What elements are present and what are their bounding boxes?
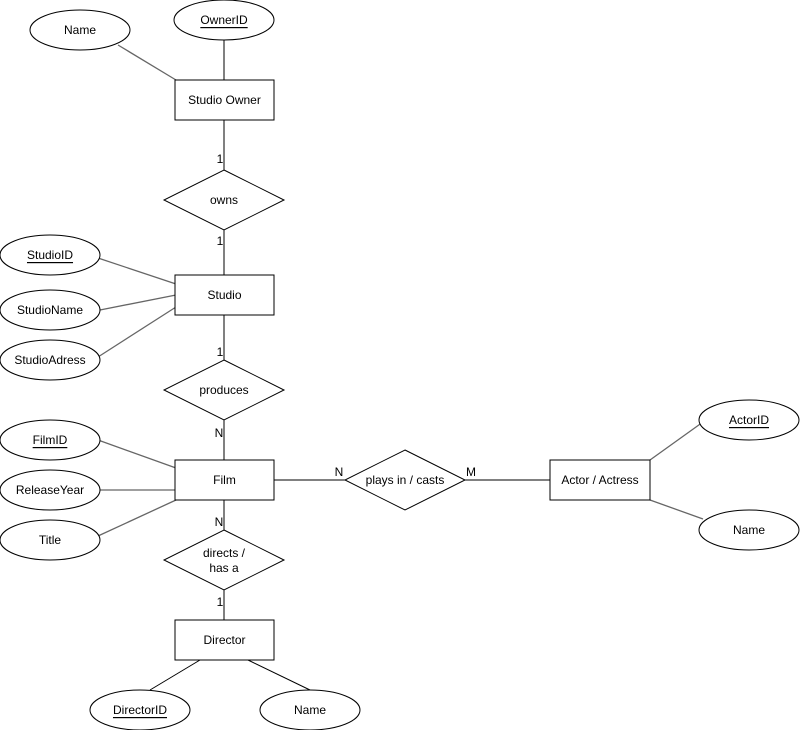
attribute-title-label: Title bbox=[39, 533, 62, 547]
entity-studio-label: Studio bbox=[207, 288, 241, 302]
cardinality-produces-film: N bbox=[215, 426, 224, 440]
cardinality-plays-film: N bbox=[335, 465, 344, 479]
attribute-director-id[interactable]: DirectorID bbox=[89, 689, 191, 730]
relationship-plays-in[interactable]: plays in / casts bbox=[343, 449, 467, 511]
cardinality-plays-actor: M bbox=[466, 465, 476, 479]
relationship-produces[interactable]: produces bbox=[162, 359, 286, 421]
entity-director-label: Director bbox=[203, 633, 245, 647]
attribute-studio-name-label: StudioName bbox=[17, 303, 83, 317]
attribute-owner-id[interactable]: OwnerID bbox=[173, 0, 275, 41]
relationship-produces-label: produces bbox=[199, 383, 248, 397]
link-studioname bbox=[99, 294, 177, 311]
cardinality-owns-owner: 1 bbox=[217, 152, 224, 166]
relationship-directs-label-line2: has a bbox=[209, 561, 239, 575]
attribute-studio-address[interactable]: StudioAdress bbox=[0, 339, 101, 381]
attribute-studio-id[interactable]: StudioID bbox=[0, 234, 101, 276]
attribute-director-name-label: Name bbox=[294, 703, 326, 717]
attribute-owner-id-label: OwnerID bbox=[200, 13, 248, 27]
link-owner-name bbox=[117, 44, 177, 81]
attribute-actor-name-label: Name bbox=[733, 523, 765, 537]
entity-film[interactable]: Film bbox=[174, 459, 275, 501]
attribute-film-id-label: FilmID bbox=[33, 433, 68, 447]
relationship-directs-label-line1: directs / bbox=[203, 546, 246, 560]
entity-actor[interactable]: Actor / Actress bbox=[549, 459, 651, 501]
entity-studio-owner[interactable]: Studio Owner bbox=[174, 79, 275, 121]
link-filmid bbox=[97, 439, 177, 469]
cardinalities: 1 1 1 N N M N 1 bbox=[215, 152, 476, 609]
relationship-owns[interactable]: owns bbox=[162, 169, 286, 231]
attribute-owner-name-label: Name bbox=[64, 23, 96, 37]
attribute-studio-address-label: StudioAdress bbox=[14, 353, 85, 367]
entity-actor-label: Actor / Actress bbox=[561, 473, 638, 487]
attribute-title[interactable]: Title bbox=[0, 519, 101, 561]
entity-director[interactable]: Director bbox=[174, 619, 275, 661]
link-studioaddress bbox=[97, 306, 177, 358]
link-director-directorid bbox=[149, 659, 201, 691]
entity-film-label: Film bbox=[213, 473, 236, 487]
entity-studio-owner-label: Studio Owner bbox=[188, 93, 261, 107]
cardinality-directs-director: 1 bbox=[217, 595, 224, 609]
attribute-director-id-label: DirectorID bbox=[113, 703, 167, 717]
attribute-studio-name[interactable]: StudioName bbox=[0, 289, 101, 331]
attribute-studio-id-label: StudioID bbox=[27, 248, 73, 262]
link-actorid bbox=[649, 421, 704, 461]
attribute-actor-id[interactable]: ActorID bbox=[698, 399, 800, 441]
attribute-director-name[interactable]: Name bbox=[259, 689, 361, 730]
relationship-owns-label: owns bbox=[210, 193, 238, 207]
attribute-release-year[interactable]: ReleaseYear bbox=[0, 469, 101, 511]
link-actorname bbox=[649, 499, 704, 520]
attribute-owner-name[interactable]: Name bbox=[29, 9, 131, 51]
attribute-release-year-label: ReleaseYear bbox=[16, 483, 84, 497]
link-director-name bbox=[247, 659, 311, 691]
cardinality-produces-studio: 1 bbox=[217, 345, 224, 359]
link-studioid bbox=[97, 257, 177, 285]
attribute-actor-name[interactable]: Name bbox=[698, 509, 800, 551]
cardinality-owns-studio: 1 bbox=[217, 234, 224, 248]
link-title bbox=[97, 499, 177, 537]
entity-studio[interactable]: Studio bbox=[174, 274, 275, 316]
connectors bbox=[97, 40, 704, 691]
attribute-actor-id-label: ActorID bbox=[729, 413, 769, 427]
cardinality-directs-film: N bbox=[215, 515, 224, 529]
attribute-film-id[interactable]: FilmID bbox=[0, 419, 101, 461]
relationship-plays-in-label: plays in / casts bbox=[366, 473, 445, 487]
relationship-directs[interactable]: directs / has a bbox=[162, 529, 286, 591]
